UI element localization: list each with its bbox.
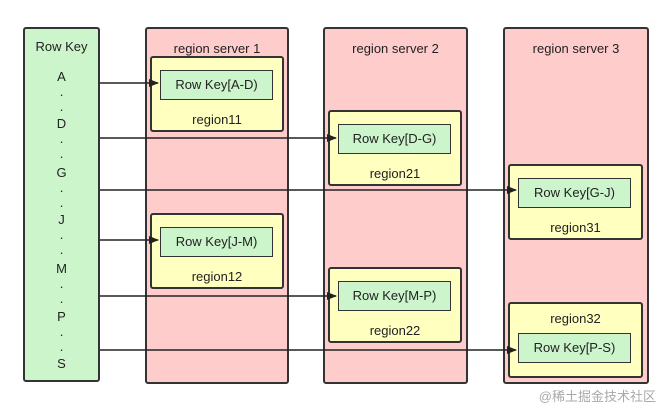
- watermark: @稀土掘金技术社区: [538, 389, 656, 404]
- region31-box: Row Key[G-J) region31: [508, 164, 643, 240]
- region-server-2-title: region server 2: [352, 41, 439, 56]
- region22-label: region22: [369, 323, 421, 338]
- key-dot: .: [59, 195, 64, 210]
- region12-row-key: Row Key[J-M): [160, 227, 273, 257]
- key-dot: .: [59, 242, 64, 257]
- region22-row-key: Row Key[M-P): [338, 281, 451, 311]
- row-key-column: Row Key A . . D . . G . . J . . M . . P …: [23, 27, 100, 382]
- key-g: G: [56, 165, 67, 180]
- region32-row-key: Row Key[P-S): [518, 333, 631, 363]
- key-dot: .: [59, 227, 64, 242]
- key-dot: .: [59, 339, 64, 354]
- key-dot: .: [59, 131, 64, 146]
- region21-box: Row Key[D-G) region21: [328, 110, 462, 186]
- region32-box: region32 Row Key[P-S): [508, 302, 643, 378]
- key-dot: .: [59, 99, 64, 114]
- key-dot: .: [59, 146, 64, 161]
- key-dot: .: [59, 324, 64, 339]
- region21-row-key: Row Key[D-G): [338, 124, 451, 154]
- key-s: S: [57, 356, 66, 371]
- key-d: D: [56, 116, 67, 131]
- key-p: P: [57, 309, 66, 324]
- region22-box: Row Key[M-P) region22: [328, 267, 462, 343]
- row-key-title: Row Key: [35, 39, 88, 54]
- key-dot: .: [59, 180, 64, 195]
- key-m: M: [56, 261, 67, 276]
- region21-label: region21: [369, 166, 421, 181]
- key-a: A: [57, 69, 66, 84]
- region11-label: region11: [192, 112, 242, 127]
- key-dot: .: [59, 276, 64, 291]
- region-server-1-title: region server 1: [173, 41, 261, 56]
- region32-label: region32: [550, 311, 601, 326]
- region31-row-key: Row Key[G-J): [518, 178, 631, 208]
- region31-label: region31: [550, 220, 601, 235]
- region11-box: Row Key[A-D) region11: [150, 56, 284, 132]
- region12-label: region12: [191, 269, 243, 284]
- region12-box: Row Key[J-M) region12: [150, 213, 284, 289]
- region-server-3-title: region server 3: [532, 41, 620, 56]
- region11-row-key: Row Key[A-D): [160, 70, 273, 100]
- key-dot: .: [59, 84, 64, 99]
- key-dot: .: [59, 291, 64, 306]
- key-j: J: [58, 212, 65, 227]
